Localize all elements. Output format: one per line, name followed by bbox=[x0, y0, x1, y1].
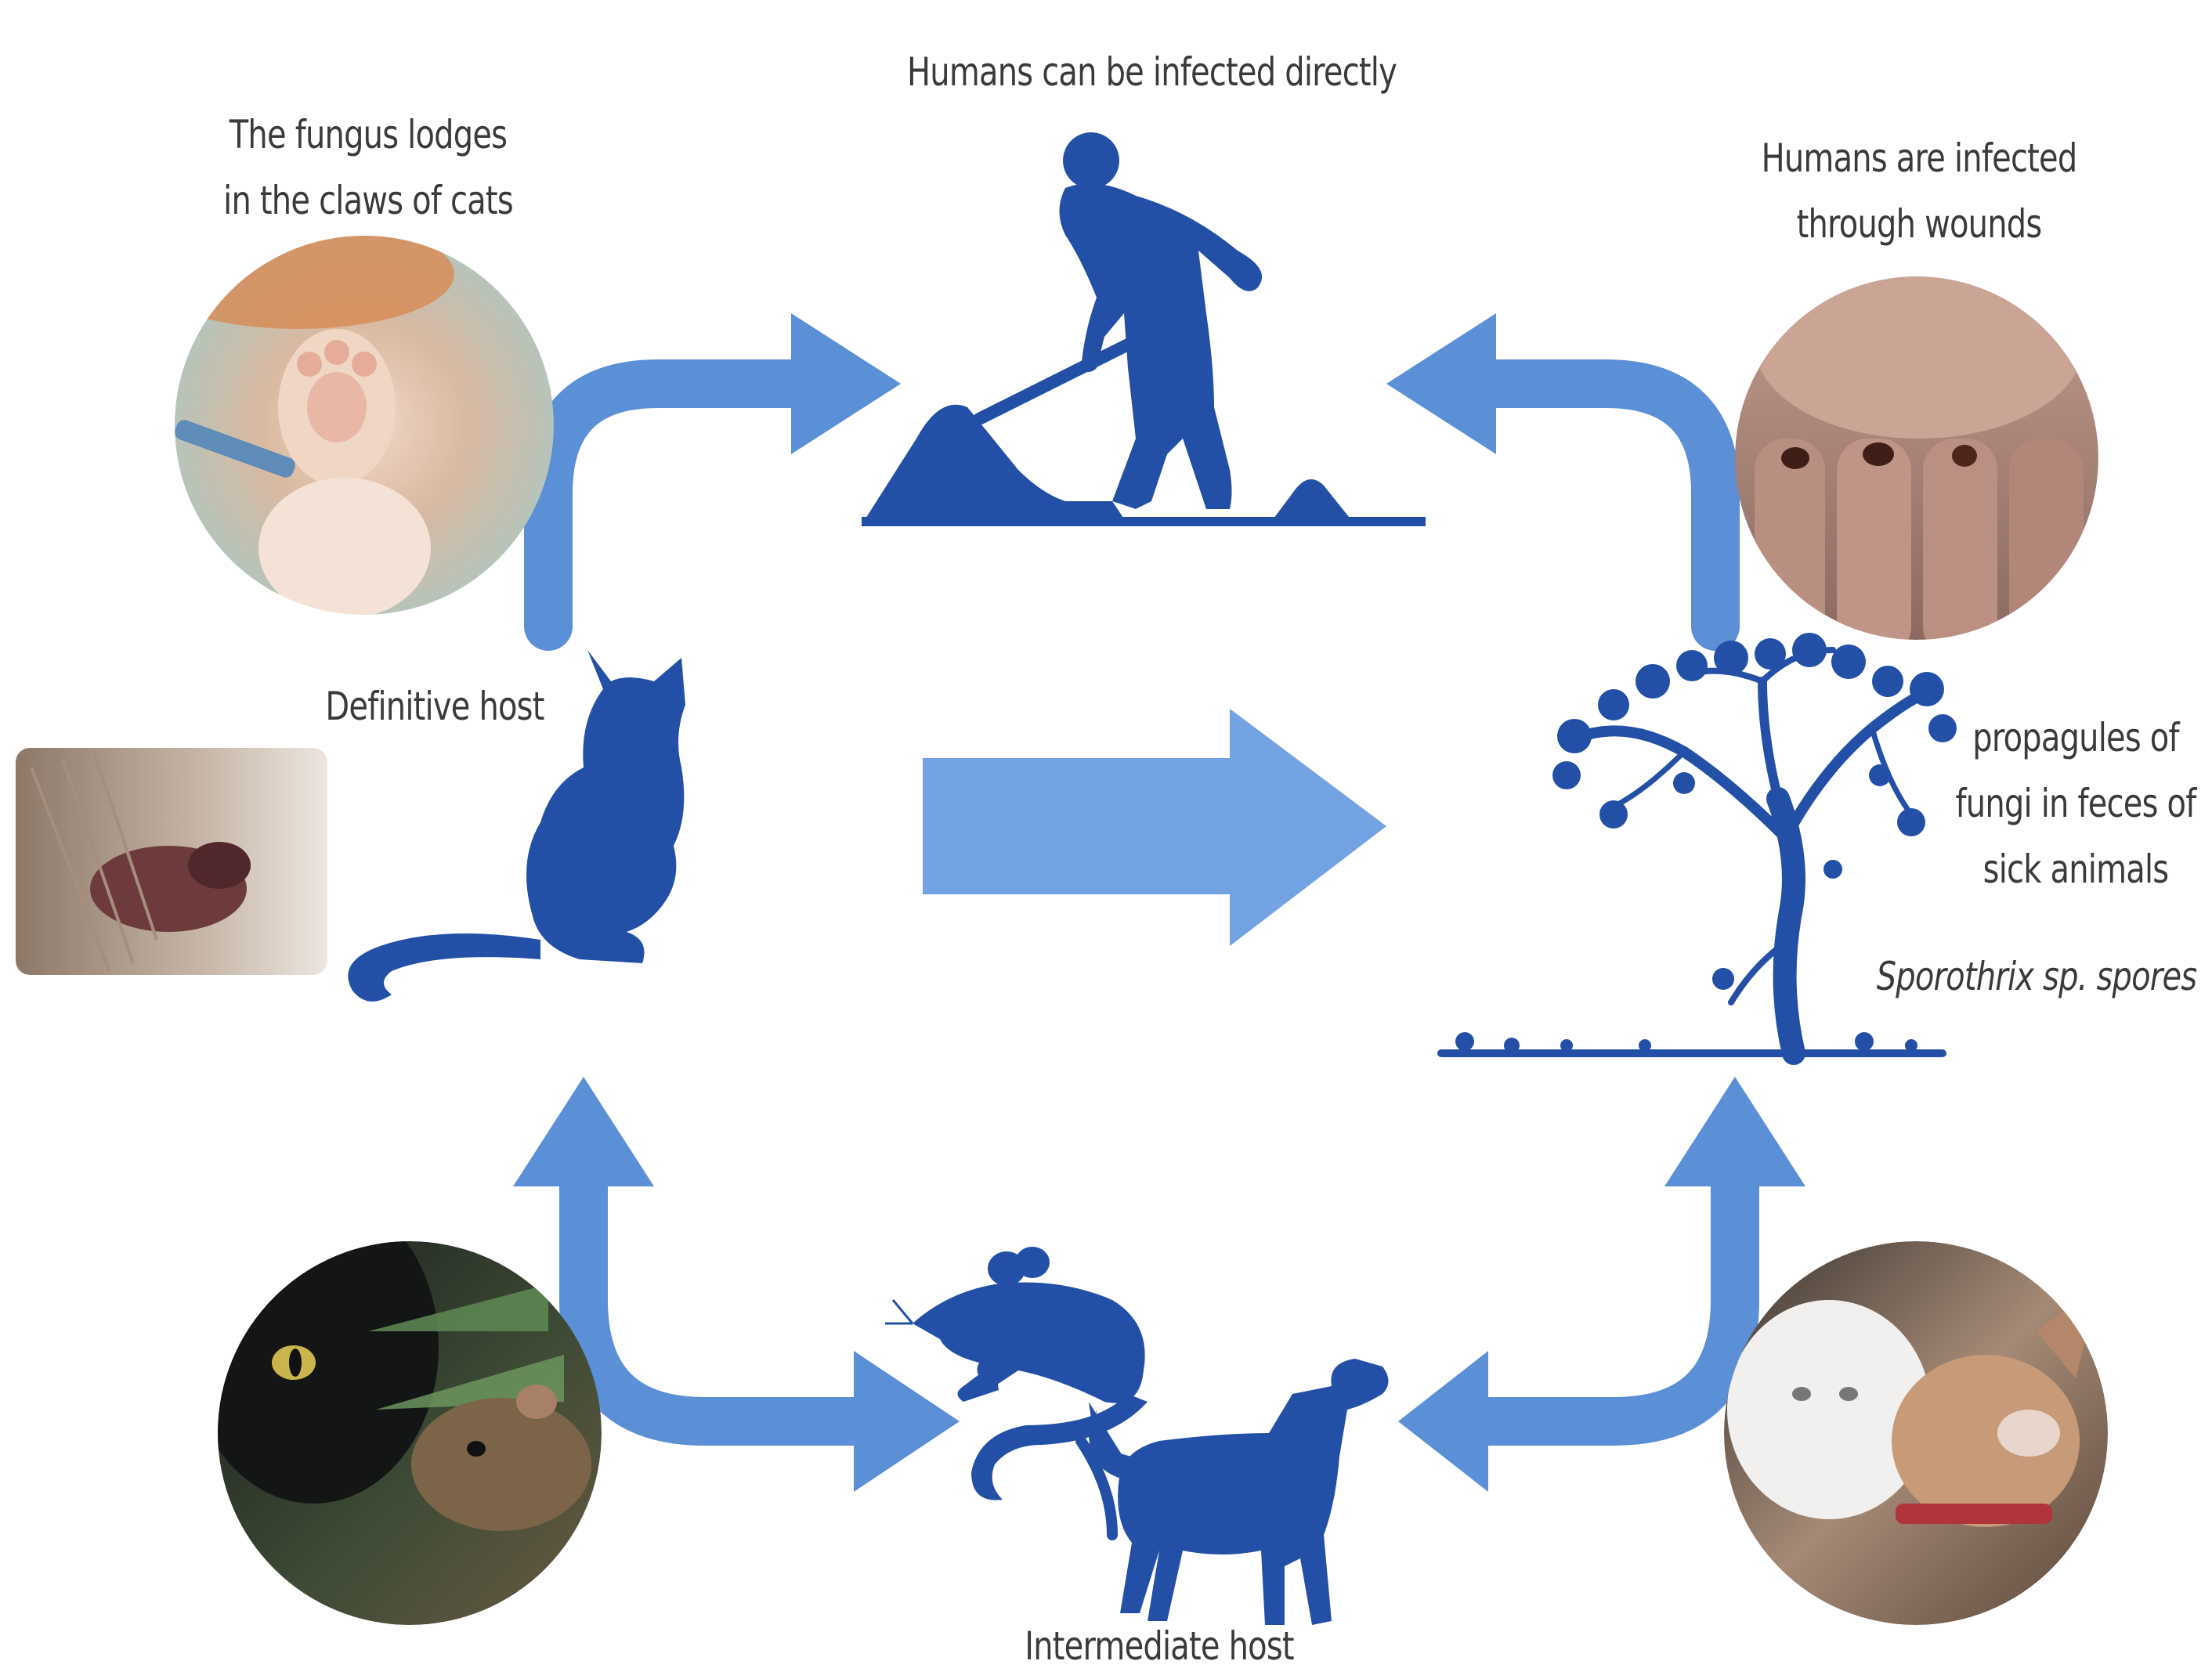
label-propagules: propagules of fungi in feces of sick ani… bbox=[1955, 715, 2197, 892]
label-fungus-claws: The fungus lodges in the claws of cats bbox=[223, 112, 514, 223]
label-wound-infection: Humans are infected through wounds bbox=[1761, 135, 2078, 247]
label-intermediate-host: Intermediate host bbox=[1025, 1623, 1294, 1669]
cat-icon bbox=[348, 650, 685, 1002]
arrow-cat-to-human bbox=[524, 313, 901, 651]
tree-icon bbox=[1437, 633, 1957, 1065]
arrow-cat-to-environment bbox=[923, 709, 1386, 946]
label-sporothrix-spores: Sporothrix sp. spores bbox=[1876, 954, 2197, 999]
arrow-intermediate-to-cat bbox=[513, 1077, 960, 1492]
hand-wounds-photo bbox=[1735, 276, 2098, 640]
arrow-environment-to-human bbox=[1386, 313, 1740, 651]
person-digging-icon bbox=[862, 132, 1426, 526]
cat-and-rat-photo bbox=[218, 1241, 602, 1625]
label-humans-direct: Humans can be infected directly bbox=[907, 49, 1397, 95]
arrow-environment-to-intermediate bbox=[1398, 1077, 1805, 1492]
kitten-and-dog-photo bbox=[1724, 1241, 2108, 1625]
cat-skin-lesion-photo bbox=[16, 748, 327, 975]
cat-paw-photo bbox=[175, 236, 554, 615]
dog-icon bbox=[1075, 1359, 1389, 1625]
label-definitive-host: Definitive host bbox=[325, 684, 544, 729]
